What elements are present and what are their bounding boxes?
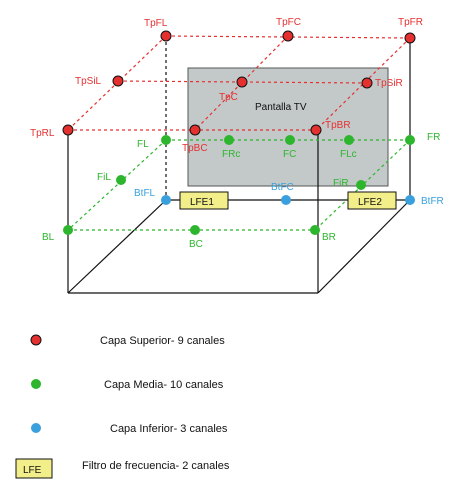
speaker-tprl — [62, 124, 74, 136]
legend-lfe-box — [15, 458, 53, 479]
speaker-fr — [405, 135, 415, 145]
speaker-tpsir — [361, 77, 373, 89]
legend-bottom-swatch — [31, 423, 41, 433]
speaker-btfl — [161, 195, 171, 205]
speaker-btfr — [405, 195, 415, 205]
speaker-tpfr — [404, 32, 416, 44]
label-tpbr: TpBR — [325, 120, 351, 131]
label-tpbc: TpBC — [182, 143, 208, 154]
speaker-fl — [161, 135, 171, 145]
speaker-fil — [116, 175, 126, 185]
legend: Capa Superior- 9 canales Capa Media- 10 … — [15, 334, 230, 479]
legend-lfe-text: Filtro de frecuencia- 2 canales — [82, 460, 230, 472]
label-flc: FLc — [340, 149, 357, 160]
speaker-br — [310, 225, 320, 235]
label-fl: FL — [137, 139, 149, 150]
label-tprl: TpRL — [30, 128, 55, 139]
label-fil: FiL — [97, 172, 111, 183]
top-speakers — [62, 30, 416, 136]
tv-screen-label: Pantalla TV — [255, 102, 307, 113]
speaker-tpc — [236, 76, 248, 88]
label-fir: FiR — [333, 178, 349, 189]
legend-mid-text: Capa Media- 10 canales — [104, 379, 224, 391]
lfe1-box — [179, 191, 229, 210]
legend-bottom-text: Capa Inferior- 3 canales — [110, 423, 228, 435]
speaker-tpfc — [282, 30, 294, 42]
label-tpc: TpC — [219, 92, 238, 103]
mid-speakers — [63, 135, 415, 235]
speaker-tpfl — [160, 30, 172, 42]
speaker-btfc — [281, 195, 291, 205]
top-labels: TpFL TpFC TpFR TpSiL TpC TpSiR TpRL TpBC… — [30, 17, 423, 154]
bottom-labels: BtFL BtFC BtFR — [134, 182, 444, 207]
label-tpsil: TpSiL — [75, 76, 102, 87]
label-btfr: BtFR — [421, 196, 444, 207]
label-bc: BC — [189, 239, 203, 250]
speaker-frc — [224, 135, 234, 145]
label-tpfl: TpFL — [144, 18, 168, 29]
lfe2-box — [347, 191, 397, 210]
label-frc: FRc — [222, 149, 240, 160]
label-tpfr: TpFR — [398, 17, 423, 28]
legend-lfe-box-label: LFE — [23, 465, 42, 476]
label-tpfc: TpFC — [276, 17, 301, 28]
label-tpsir: TpSiR — [375, 78, 403, 89]
legend-top-text: Capa Superior- 9 canales — [100, 335, 225, 347]
legend-mid-swatch — [31, 379, 41, 389]
speaker-fir — [356, 180, 366, 190]
label-fc: FC — [283, 149, 296, 160]
tv-screen — [187, 67, 389, 187]
speaker-tpsil — [112, 75, 124, 87]
room-outline — [67, 38, 411, 294]
speaker-bc — [190, 225, 200, 235]
lfe1-label: LFE1 — [190, 197, 214, 208]
speaker-tpbr — [310, 124, 322, 136]
label-br: BR — [322, 232, 336, 243]
label-btfl: BtFL — [134, 188, 156, 199]
label-bl: BL — [42, 232, 55, 243]
legend-top-swatch — [30, 334, 42, 346]
lfe2-label: LFE2 — [358, 197, 382, 208]
bottom-speakers — [161, 195, 415, 205]
speaker-bl — [63, 225, 73, 235]
speaker-tpbc — [189, 124, 201, 136]
speaker-fc — [285, 135, 295, 145]
label-fr: FR — [427, 132, 440, 143]
speaker-flc — [344, 135, 354, 145]
label-btfc: BtFC — [271, 182, 294, 193]
mid-labels: FL FRc FC FLc FR FiL FiR BL BC BR — [42, 132, 440, 250]
